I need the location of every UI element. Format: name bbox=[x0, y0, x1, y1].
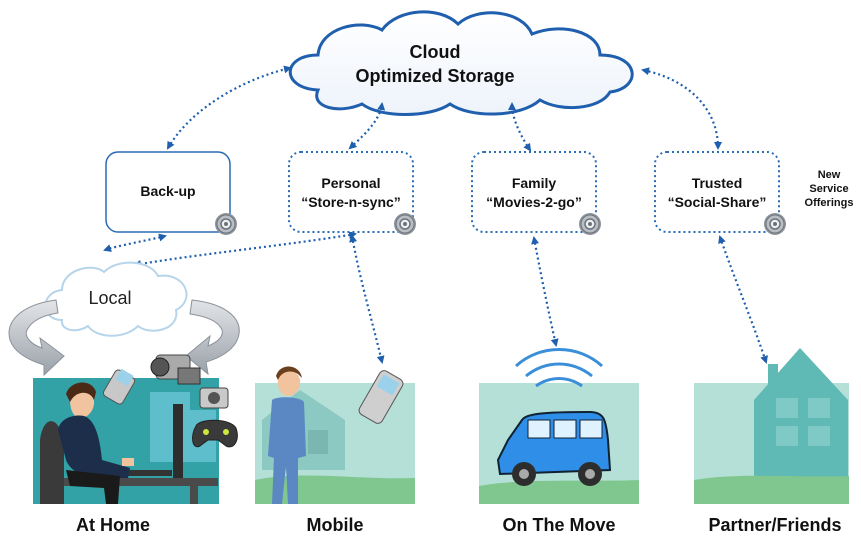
backup-box bbox=[105, 151, 231, 233]
connector-family-cloud bbox=[508, 102, 532, 152]
family-line1: Family bbox=[511, 175, 557, 191]
new-offer-line1: New bbox=[817, 169, 841, 181]
at-home-scene bbox=[33, 378, 219, 504]
cloud-title-line2: Optimized Storage bbox=[355, 66, 515, 86]
trusted-line2: “Social-Share” bbox=[667, 194, 767, 210]
trusted-label: Trusted “Social-Share” bbox=[655, 174, 779, 212]
connector-backup-local bbox=[103, 233, 167, 252]
gear-icon bbox=[763, 212, 787, 236]
gear-icon bbox=[393, 212, 417, 236]
cloud-shape bbox=[288, 10, 634, 116]
new-offer-line2: Service bbox=[809, 183, 849, 195]
family-label: Family “Movies-2-go” bbox=[472, 174, 596, 212]
person-standing bbox=[277, 371, 301, 396]
local-label: Local bbox=[88, 288, 132, 308]
connector-personal-cloud bbox=[348, 102, 386, 150]
on-the-move-label: On The Move bbox=[502, 515, 616, 535]
new-service-offerings: New Service Offerings bbox=[798, 168, 860, 210]
partner-friends-label: Partner/Friends bbox=[708, 515, 842, 535]
connector-personal-local bbox=[133, 231, 357, 268]
local-cloud-shape bbox=[44, 261, 188, 337]
camcorder-icon bbox=[150, 354, 201, 385]
trusted-line1: Trusted bbox=[691, 175, 743, 191]
backup-label: Back-up bbox=[106, 182, 230, 201]
personal-line2: “Store-n-sync” bbox=[301, 194, 401, 210]
personal-line1: Personal bbox=[321, 175, 381, 191]
family-box bbox=[471, 151, 597, 233]
connector-trusted-partner bbox=[718, 235, 768, 364]
mobile-phone-icon bbox=[358, 370, 404, 424]
gamepad-icon bbox=[192, 419, 238, 448]
gear-icon bbox=[578, 212, 602, 236]
person-at-desk bbox=[70, 389, 95, 418]
new-offer-line3: Offerings bbox=[804, 197, 854, 209]
personal-box bbox=[288, 151, 414, 233]
connector-family-move bbox=[531, 236, 559, 347]
sync-arrow-left bbox=[8, 299, 65, 377]
family-line2: “Movies-2-go” bbox=[486, 194, 582, 210]
at-home-label: At Home bbox=[75, 515, 150, 535]
partner-scene bbox=[694, 348, 849, 504]
backup-label-text: Back-up bbox=[140, 183, 196, 199]
trusted-box bbox=[654, 151, 780, 233]
cloud-title: Cloud Optimized Storage bbox=[330, 40, 540, 88]
phone-icon bbox=[102, 368, 136, 405]
cloud-title-line1: Cloud bbox=[409, 42, 461, 62]
connector-personal-mobile bbox=[349, 234, 385, 364]
connector-trusted-cloud bbox=[641, 67, 722, 150]
camera-icon bbox=[199, 387, 229, 409]
sync-arrow-right bbox=[185, 299, 240, 376]
personal-label: Personal “Store-n-sync” bbox=[289, 174, 413, 212]
connector-backup-cloud bbox=[166, 65, 292, 150]
gear-icon bbox=[214, 212, 238, 236]
on-the-move-scene bbox=[479, 348, 639, 504]
mobile-label: Mobile bbox=[306, 515, 364, 535]
